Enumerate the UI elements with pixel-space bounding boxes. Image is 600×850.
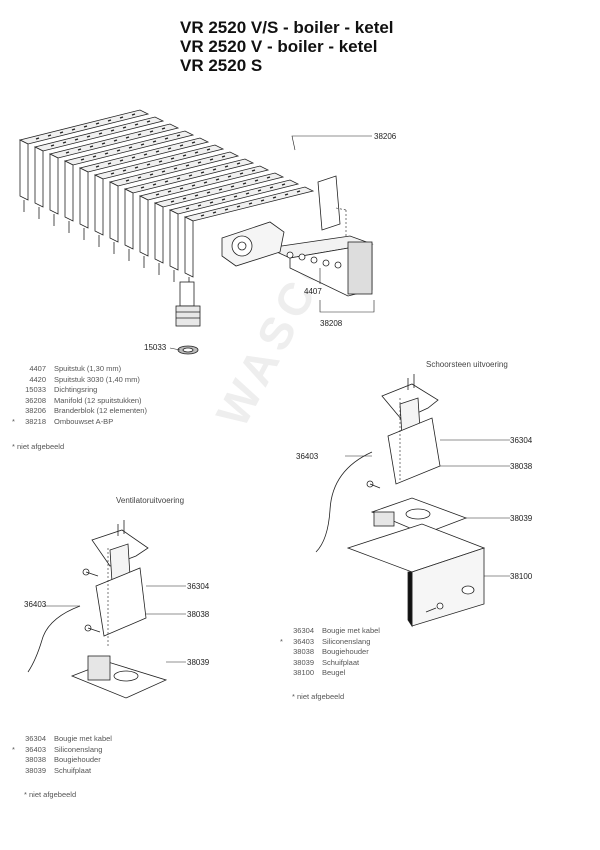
burner-element bbox=[183, 186, 315, 289]
burner-element bbox=[138, 165, 270, 268]
burner-element bbox=[48, 123, 180, 226]
burner-element bbox=[153, 172, 285, 275]
note-top: * niet afgebeeld bbox=[12, 442, 65, 451]
callout-15033: 15033 bbox=[144, 343, 167, 352]
burner-elements bbox=[18, 109, 315, 289]
callout-chimney-38039: 38039 bbox=[510, 514, 533, 523]
burner-element bbox=[33, 116, 165, 219]
callout-chimney-38100: 38100 bbox=[510, 572, 533, 581]
burner-element bbox=[18, 109, 150, 212]
callout-38208: 38208 bbox=[320, 319, 343, 328]
callout-fan-36403: 36403 bbox=[24, 600, 47, 609]
burner-element bbox=[78, 137, 210, 240]
section-fan: Ventilatoruitvoering bbox=[116, 496, 185, 505]
section-chimney: Schoorsteen uitvoering bbox=[426, 360, 508, 369]
callout-chimney-36403: 36403 bbox=[296, 452, 319, 461]
burner-element bbox=[123, 158, 255, 261]
title-line-2: VR 2520 V - boiler - ketel bbox=[180, 37, 378, 56]
note-chimney: * niet afgebeeld bbox=[292, 692, 345, 701]
chimney-igniter-illustration bbox=[346, 374, 486, 628]
nozzles bbox=[286, 251, 342, 269]
callout-fan-36304: 36304 bbox=[187, 582, 210, 591]
callout-chimney-38038: 38038 bbox=[510, 462, 533, 471]
title-block: VR 2520 V/S - boiler - ketel VR 2520 V -… bbox=[180, 18, 394, 75]
note-fan: * niet afgebeeld bbox=[24, 790, 77, 799]
burner-element bbox=[168, 179, 300, 282]
burner-element bbox=[108, 151, 240, 254]
callout-chimney-36304: 36304 bbox=[510, 436, 533, 445]
title-line-3: VR 2520 S bbox=[180, 56, 263, 75]
burner-element bbox=[63, 130, 195, 233]
callout-4407: 4407 bbox=[304, 287, 322, 296]
callout-38206: 38206 bbox=[374, 132, 397, 141]
burner-block-illustration bbox=[18, 109, 374, 355]
fan-igniter-illustration bbox=[70, 520, 168, 699]
burner-element bbox=[93, 144, 225, 247]
title-line-1: VR 2520 V/S - boiler - ketel bbox=[180, 18, 394, 37]
callout-fan-38038: 38038 bbox=[187, 610, 210, 619]
gas-valve bbox=[221, 221, 285, 267]
callout-fan-38039: 38039 bbox=[187, 658, 210, 667]
